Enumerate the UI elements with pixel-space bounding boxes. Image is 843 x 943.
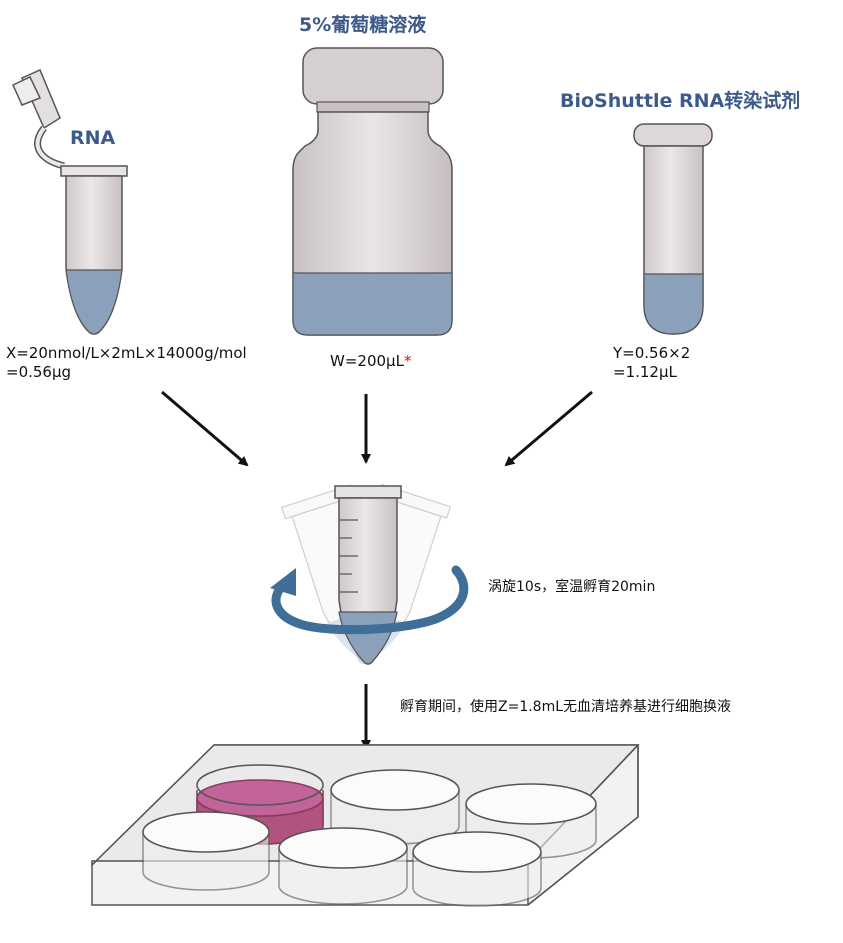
- six-well-plate-icon: [91, 744, 640, 907]
- vortex-tube-icon: [280, 483, 452, 665]
- microtube-open-icon: [12, 69, 128, 335]
- rna-formula: X=20nmol/L×2mL×14000g/mol =0.56μg: [6, 344, 247, 382]
- glucose-volume: W=200μL: [330, 352, 404, 370]
- rna-formula-line1: X=20nmol/L×2mL×14000g/mol: [6, 344, 247, 362]
- vortex-step: 涡旋10s，室温孵育20min: [488, 579, 656, 595]
- reagent-tube-icon: [633, 123, 713, 335]
- arrow-reagent-to-mix: [504, 390, 593, 467]
- rna-title: RNA: [70, 127, 116, 149]
- arrow-rna-to-mix: [161, 390, 249, 467]
- medium-change-step: 孵育期间，使用Z=1.8mL无血清培养基进行细胞换液: [400, 699, 732, 715]
- transfection-formula-line1: Y=0.56×2: [613, 344, 691, 362]
- transfection-formula: Y=0.56×2 =1.12μL: [613, 344, 690, 382]
- glucose-title: 5%葡萄糖溶液: [299, 14, 427, 36]
- rna-formula-line2: =0.56μg: [6, 363, 72, 381]
- transfection-formula-line2: =1.12μL: [613, 363, 677, 381]
- rotation-arrow-icon: [270, 565, 469, 635]
- glucose-formula: W=200μL*: [330, 352, 411, 371]
- transfection-reagent-title: BioShuttle RNA转染试剂: [560, 90, 801, 112]
- glucose-asterisk: *: [403, 352, 412, 370]
- bottle-icon: [292, 47, 453, 336]
